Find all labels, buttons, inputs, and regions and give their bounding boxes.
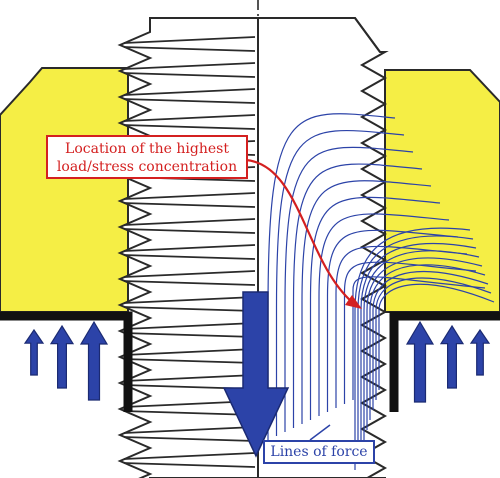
reaction-arrow-up [23,328,45,376]
force-line [275,129,405,436]
force-line [267,113,396,440]
support-left [0,311,133,412]
bolt-thread-line [123,322,256,338]
reaction-arrow-up [79,320,109,401]
force-line [309,196,441,420]
reaction-arrows [23,320,491,403]
lines-of-force-callout: Lines of force [263,440,375,464]
force-line [360,242,477,450]
load-arrow-down [222,291,290,458]
support-right [389,311,500,412]
force-line [369,264,486,420]
bolt-thread-line [123,348,256,364]
bolt-thread-line [123,452,256,468]
reaction-arrow-up [49,324,75,389]
stress-pointer-head [345,295,362,309]
bolt-thread-line [123,88,256,104]
force-line [343,261,477,404]
force-line [357,235,474,460]
force-line [366,257,483,430]
bolt-thread-line [123,62,256,78]
stress-callout-line-1: Location of the highest [65,141,229,157]
bolt-thread-line [123,36,256,52]
force-line [363,250,480,440]
bolt-thread-line [123,192,256,208]
reaction-arrow-up [469,328,491,376]
bolt-thread-line [123,270,256,286]
force-line [318,213,450,416]
force-line [354,227,471,470]
force-line [378,283,495,390]
force-line [372,270,489,410]
bolt-thread-line [123,114,256,130]
bolt-thread-line [123,426,256,442]
force-lines [267,113,495,470]
force-line [284,146,414,432]
force-line [292,163,423,428]
force-callout-leader [309,424,331,441]
force-line [352,276,486,400]
reaction-arrow-up [439,324,465,389]
bolt-thread-line [123,244,256,260]
stress-concentration-callout: Location of the highest load/stress conc… [46,135,248,179]
stress-pointer [245,158,353,303]
reaction-arrow-up [405,320,435,403]
nut-left [0,67,129,313]
bolt-thread-line [123,218,256,234]
nut-right [384,69,500,313]
bolt-thread-line [123,296,256,312]
bolt-top-chamfer [150,17,381,53]
force-line [375,277,492,400]
force-line [326,229,459,412]
stress-callout-line-2: load/stress concentration [56,159,238,175]
force-line [301,180,432,424]
